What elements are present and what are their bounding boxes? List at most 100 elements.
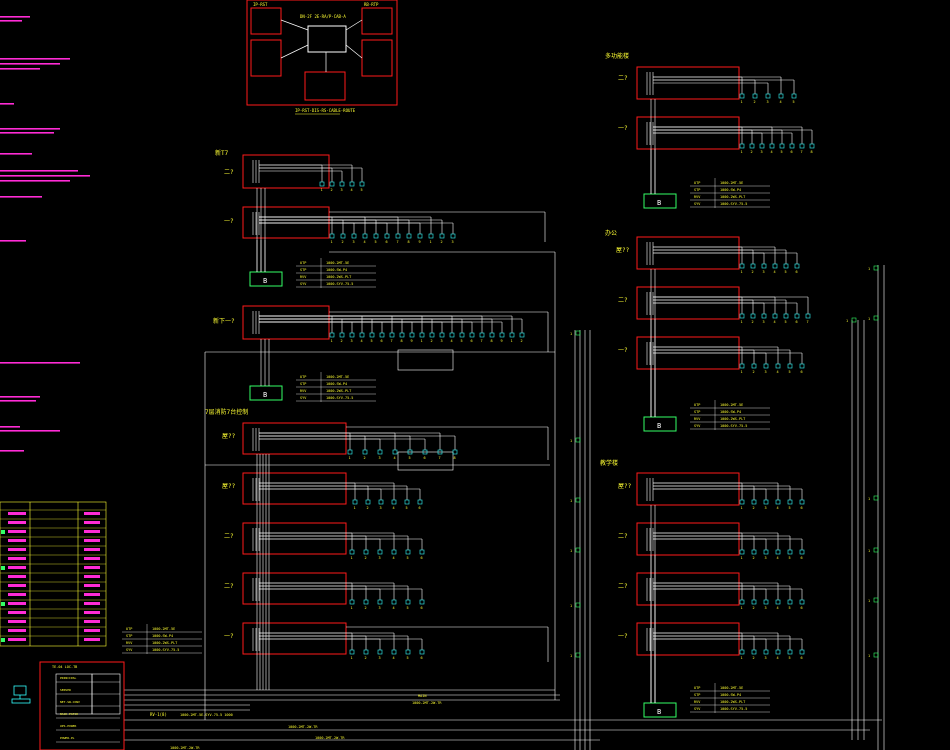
spec-value: 1000-2MT-5E <box>720 181 743 185</box>
outlet-symbol <box>775 549 781 555</box>
note-line <box>0 128 60 130</box>
outlet-symbol <box>417 233 423 239</box>
outlet-symbol <box>392 449 398 455</box>
spec-value: 1000-SYV-75-5 <box>326 396 353 400</box>
outlet-number: 1 <box>846 319 848 323</box>
outlet-symbol <box>769 143 775 149</box>
spec-code: SYV <box>694 202 701 206</box>
outlet-symbol <box>775 499 781 505</box>
outlet-symbol <box>772 313 778 319</box>
note-line <box>0 362 80 364</box>
section-label-left-lower: 7层消防7台控制 <box>205 408 248 416</box>
floor-label: 屋?? <box>222 483 236 490</box>
spec-value: 1000-SYV-75-5 <box>326 282 353 286</box>
outlet-number: 6 <box>419 506 421 510</box>
outlet-number: 5 <box>371 339 373 343</box>
cabinet-row-label: SERVER <box>60 688 71 692</box>
outlet-number: 5 <box>407 556 409 560</box>
spec-code: SYV <box>694 424 701 428</box>
outlet-number: 2 <box>753 556 755 560</box>
spec-value: 1000-2WS-PLT <box>152 641 178 645</box>
outlet-number: 6 <box>796 320 798 324</box>
outlet-symbol <box>805 313 811 319</box>
outlet-number: 2 <box>751 150 753 154</box>
outlet-number: 1 <box>741 150 743 154</box>
outlet-number: 5 <box>361 188 363 192</box>
outlet-number: 4 <box>451 339 453 343</box>
outlet-symbol <box>349 549 355 555</box>
outlet-number: 1 <box>570 549 572 553</box>
outlet-number: 2 <box>754 100 756 104</box>
outlet-number: 2 <box>364 456 366 460</box>
outlet-number: 1 <box>741 506 743 510</box>
outlet-symbol <box>799 363 805 369</box>
outlet-number: 6 <box>471 339 473 343</box>
outlet-number: 5 <box>409 456 411 460</box>
outlet-symbol <box>799 499 805 505</box>
outlet-number: 1 <box>570 439 572 443</box>
note-line <box>0 20 22 22</box>
outlet-symbol <box>739 263 745 269</box>
outlet-number: 2 <box>431 339 433 343</box>
outlet-number: 2 <box>752 320 754 324</box>
outlet-number: 1 <box>421 339 423 343</box>
cabinet-row-label: NET-SW-CONV <box>60 700 80 704</box>
outlet-number: 5 <box>785 320 787 324</box>
outlet-symbol <box>763 499 769 505</box>
note-line <box>0 153 32 155</box>
outlet-symbol <box>377 649 383 655</box>
outlet-symbol <box>739 143 745 149</box>
outlet-symbol <box>419 549 425 555</box>
outlet-number: 1 <box>570 332 572 336</box>
outlet-number: 3 <box>351 339 353 343</box>
outlet-symbol <box>362 449 368 455</box>
outlet-number: 8 <box>401 339 403 343</box>
spec-code: RVV <box>300 275 307 279</box>
outlet-symbol <box>575 602 581 608</box>
outlet-symbol <box>789 143 795 149</box>
outlet-symbol <box>775 363 781 369</box>
outlet-symbol <box>499 332 505 338</box>
outlet-number: 9 <box>501 339 503 343</box>
outlet-number: 1 <box>351 556 353 560</box>
top-left-caption: IP-RST <box>253 2 268 7</box>
cabinet-title: TE-04 LOC-TB <box>52 665 77 669</box>
spec-code: SYV <box>126 648 133 652</box>
outlet-symbol <box>363 649 369 655</box>
floor-label: 屋?? <box>618 483 632 490</box>
spec-code: UTP <box>126 627 132 631</box>
top-footer-caption: IP-RST-DIS-RS-CABLE-ROUTE <box>295 108 356 113</box>
outlet-symbol <box>359 181 365 187</box>
outlet-symbol <box>329 181 335 187</box>
outlet-number: 1 <box>351 606 353 610</box>
outlet-symbol <box>799 549 805 555</box>
outlet-symbol <box>339 181 345 187</box>
outlet-symbol <box>752 93 758 99</box>
outlet-number: 5 <box>461 339 463 343</box>
outlet-symbol <box>429 332 435 338</box>
outlet-number: 3 <box>763 320 765 324</box>
outlet-symbol <box>772 263 778 269</box>
outlet-number: 2 <box>441 240 443 244</box>
outlet-number: 1 <box>741 370 743 374</box>
note-line <box>0 180 70 182</box>
spec-code: UTP <box>694 181 700 185</box>
outlet-symbol <box>783 263 789 269</box>
outlet-symbol <box>339 332 345 338</box>
section-label-right-bottom: 教学楼 <box>600 459 618 467</box>
outlet-number: 5 <box>789 506 791 510</box>
outlet-symbol <box>809 143 815 149</box>
outlet-number: 3 <box>379 606 381 610</box>
note-line <box>0 16 30 18</box>
outlet-symbol <box>439 332 445 338</box>
spec-value: 1000-SW-P4 <box>326 268 347 272</box>
outlet-symbol <box>749 143 755 149</box>
outlet-number: 2 <box>521 339 523 343</box>
outlet-symbol <box>787 599 793 605</box>
note-line <box>0 240 26 242</box>
outlet-symbol <box>763 649 769 655</box>
floor-label: 二? <box>618 75 628 82</box>
spec-code: SYV <box>694 707 701 711</box>
outlet-symbol <box>469 332 475 338</box>
cable-runs <box>122 72 885 750</box>
